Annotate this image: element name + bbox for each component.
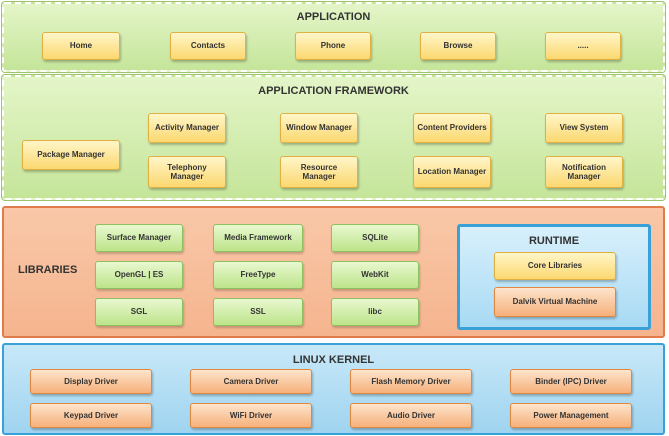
k-camera-driver: Camera Driver xyxy=(190,369,312,394)
lib-opengl: OpenGL | ES xyxy=(95,261,183,289)
fw-view-system: View System xyxy=(545,113,623,143)
fw-package-manager: Package Manager xyxy=(22,140,120,170)
application-title: APPLICATION xyxy=(296,11,371,23)
fw-notification-manager: Notification Manager xyxy=(545,156,623,188)
kernel-title: LINUX KERNEL xyxy=(292,354,375,366)
k-power-management: Power Management xyxy=(510,403,632,428)
lib-surface-manager: Surface Manager xyxy=(95,224,183,252)
lib-sqlite: SQLite xyxy=(331,224,419,252)
lib-media-framework: Media Framework xyxy=(213,224,303,252)
framework-title: APPLICATION FRAMEWORK xyxy=(258,85,409,97)
lib-webkit: WebKit xyxy=(331,261,419,289)
k-display-driver: Display Driver xyxy=(30,369,152,394)
lib-libc: libc xyxy=(331,298,419,326)
runtime-title: RUNTIME xyxy=(528,235,580,247)
libraries-title: LIBRARIES xyxy=(18,264,78,276)
k-wifi-driver: WiFi Driver xyxy=(190,403,312,428)
fw-window-manager: Window Manager xyxy=(280,113,358,143)
k-keypad-driver: Keypad Driver xyxy=(30,403,152,428)
rt-dalvik-vm: Dalvik Virtual Machine xyxy=(494,287,616,317)
lib-sgl: SGL xyxy=(95,298,183,326)
app-more: ..... xyxy=(545,32,621,60)
k-audio-driver: Audio Driver xyxy=(350,403,472,428)
fw-location-manager: Location Manager xyxy=(413,156,491,188)
k-binder-driver: Binder (IPC) Driver xyxy=(510,369,632,394)
app-home: Home xyxy=(42,32,120,60)
fw-telephony-manager: Telephony Manager xyxy=(148,156,226,188)
lib-freetype: FreeType xyxy=(213,261,303,289)
lib-ssl: SSL xyxy=(213,298,303,326)
app-phone: Phone xyxy=(295,32,371,60)
app-browse: Browse xyxy=(420,32,496,60)
k-flash-driver: Flash Memory Driver xyxy=(350,369,472,394)
app-contacts: Contacts xyxy=(170,32,246,60)
fw-content-providers: Content Providers xyxy=(413,113,491,143)
fw-resource-manager: Resource Manager xyxy=(280,156,358,188)
rt-core-libraries: Core Libraries xyxy=(494,252,616,280)
fw-activity-manager: Activity Manager xyxy=(148,113,226,143)
